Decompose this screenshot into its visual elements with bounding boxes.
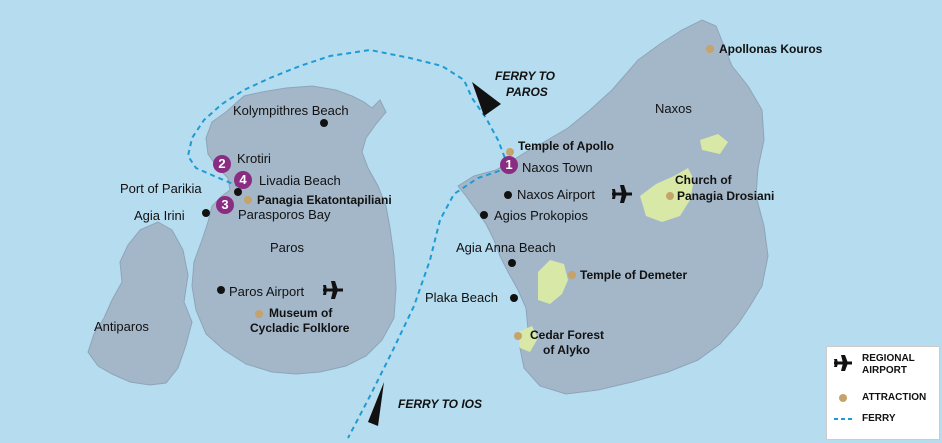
- attraction-label-temple-of-apollo: Temple of Apollo: [518, 139, 614, 153]
- paros-airport-dot: [217, 286, 225, 294]
- stop-marker-2[interactable]: 2: [213, 155, 231, 173]
- stop-marker-4[interactable]: 4: [234, 171, 252, 189]
- place-label-kolympithres-beach: Kolympithres Beach: [233, 103, 349, 118]
- paros-airport-icon: [323, 281, 343, 299]
- legend-symbols: [834, 355, 853, 420]
- stop-marker-3[interactable]: 3: [216, 196, 234, 214]
- place-label-naxos-town: Naxos Town: [522, 160, 593, 175]
- ferry-to-paros-arrow: [472, 82, 501, 116]
- ferry-to-ios-arrow: [368, 382, 384, 426]
- place-label-krotiri: Krotiri: [237, 151, 271, 166]
- attraction-label-cedar-line1: Cedar Forest: [530, 328, 605, 342]
- legend-attraction-label: ATTRACTION: [862, 392, 927, 403]
- place-label-agios-prokopios: Agios Prokopios: [494, 208, 588, 223]
- panagia-ekatontapiliani-dot: [244, 196, 252, 204]
- ferry-label-paros-line2: PAROS: [506, 85, 548, 99]
- port-of-parikia-dot: [234, 188, 242, 196]
- legend-ferry-label: FERRY: [862, 413, 896, 424]
- place-label-agia-irini: Agia Irini: [134, 208, 185, 223]
- place-label-naxos-airport: Naxos Airport: [517, 187, 596, 202]
- apollonas-kouros-dot: [706, 45, 714, 53]
- naxos-airport-icon: [612, 185, 632, 203]
- attraction-label-museum-line2: Cycladic Folklore: [250, 321, 350, 335]
- agia-anna-beach-dot: [508, 259, 516, 267]
- attraction-label-cedar-line2: of Alyko: [543, 343, 590, 357]
- museum-cycladic-dot: [255, 310, 263, 318]
- region-label-paros: Paros: [270, 240, 304, 255]
- ferry-label-ios: FERRY TO IOS: [398, 397, 483, 411]
- place-label-livadia-beach: Livadia Beach: [259, 173, 341, 188]
- ferry-route-ios: [347, 167, 509, 439]
- cedar-forest-dot: [514, 332, 522, 340]
- attraction-label-church-line1: Church of: [675, 173, 732, 187]
- attraction-label-museum-line1: Museum of: [269, 306, 333, 320]
- region-label-antiparos: Antiparos: [94, 319, 149, 334]
- temple-of-demeter-dot: [568, 271, 576, 279]
- place-label-paros-airport: Paros Airport: [229, 284, 305, 299]
- attraction-label-apollonas-kouros: Apollonas Kouros: [719, 42, 823, 56]
- place-label-parasporos-bay: Parasporos Bay: [238, 207, 331, 222]
- forest-area: [518, 326, 538, 352]
- attraction-label-temple-of-demeter: Temple of Demeter: [580, 268, 688, 282]
- attraction-label-panagia-ekatontapiliani: Panagia Ekatontapiliani: [257, 193, 392, 207]
- legend-airport-label-1: REGIONAL: [862, 353, 915, 364]
- place-label-agia-anna-beach: Agia Anna Beach: [456, 240, 556, 255]
- antiparos-island: [87, 221, 193, 386]
- paros-island: [191, 85, 397, 375]
- legend-airport-label-2: AIRPORT: [862, 365, 907, 376]
- kolympithres-beach-dot: [320, 119, 328, 127]
- legend-attraction-dot: [839, 394, 847, 402]
- attraction-label-church-line2: Panagia Drosiani: [677, 189, 775, 203]
- agia-irini-dot: [202, 209, 210, 217]
- place-label-plaka-beach: Plaka Beach: [425, 290, 498, 305]
- map-legend: REGIONAL AIRPORT ATTRACTION FERRY: [826, 346, 940, 440]
- forest-area: [700, 134, 728, 154]
- panagia-drosiani-dot: [666, 192, 674, 200]
- region-label-naxos: Naxos: [655, 101, 692, 116]
- temple-of-apollo-dot: [506, 148, 514, 156]
- plaka-beach-dot: [510, 294, 518, 302]
- agios-prokopios-dot: [480, 211, 488, 219]
- stop-marker-1[interactable]: 1: [500, 156, 518, 174]
- ferry-label-paros-line1: FERRY TO: [495, 69, 556, 83]
- naxos-airport-dot: [504, 191, 512, 199]
- forest-area: [538, 260, 568, 304]
- place-label-port-of-parikia: Port of Parikia: [120, 181, 202, 196]
- legend-airport-icon: [834, 355, 852, 371]
